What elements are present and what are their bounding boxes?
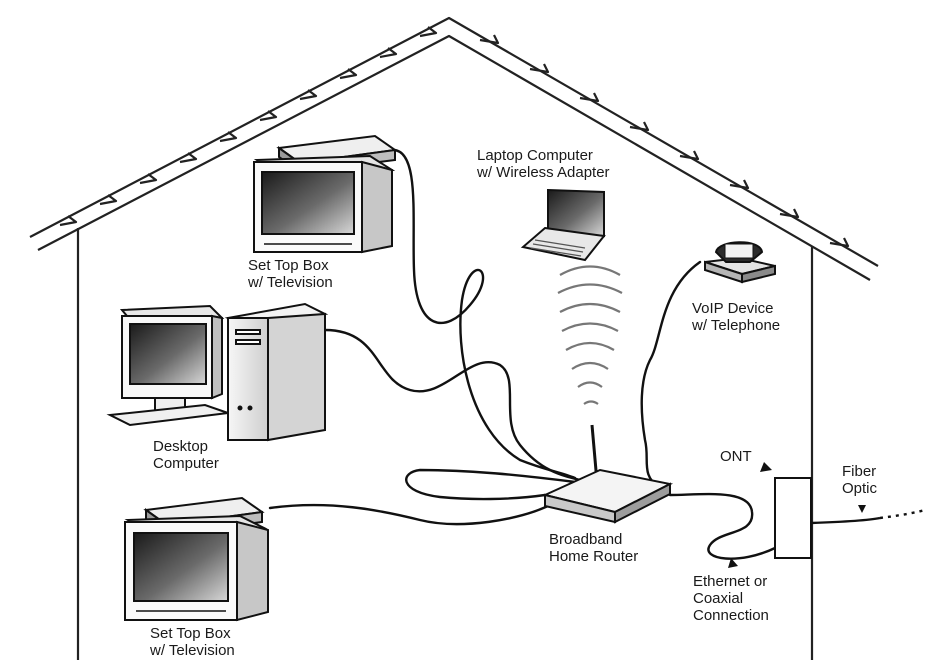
label-line: Ethernet or: [693, 573, 768, 590]
label-ont: ONT: [720, 448, 752, 465]
wireless-signal-icon: [557, 265, 623, 405]
label-line: Fiber: [842, 463, 877, 480]
label-line: VoIP Device: [692, 300, 774, 317]
label-line: Home Router: [549, 548, 639, 565]
house-roof: [29, 16, 879, 281]
laptop-icon: [520, 188, 606, 262]
fiber-optic-line: [810, 508, 926, 525]
label-router: Broadband Home Router: [549, 531, 638, 565]
voip-telephone-icon: [704, 241, 776, 284]
label-set-top-box-lower: Set Top Box w/ Television: [150, 625, 235, 659]
network-cables: [268, 148, 777, 560]
label-line: Connection: [693, 607, 769, 624]
set-top-box-tv-lower-icon: [124, 496, 269, 622]
label-line: Computer: [153, 455, 219, 472]
label-line: Coaxial: [693, 590, 744, 607]
desktop-computer-icon: [106, 302, 329, 442]
label-fiber-optic: Fiber Optic: [842, 463, 877, 497]
house-walls: [76, 228, 814, 660]
label-line: w/ Television: [248, 274, 333, 291]
label-line: Set Top Box: [150, 625, 231, 642]
label-voip: VoIP Device w/ Telephone: [692, 300, 780, 334]
broadband-router-icon: [541, 424, 674, 524]
ont-box-icon: [774, 477, 812, 559]
label-line: ONT: [720, 448, 752, 465]
label-line: Broadband: [549, 531, 623, 548]
label-line: Optic: [842, 480, 878, 497]
label-set-top-box-upper: Set Top Box w/ Television: [248, 257, 333, 291]
label-laptop: Laptop Computer w/ Wireless Adapter: [477, 147, 610, 181]
label-line: w/ Wireless Adapter: [477, 164, 610, 181]
label-line: Desktop: [153, 438, 209, 455]
label-ethernet-coaxial: Ethernet or Coaxial Connection: [693, 573, 769, 624]
pointer-arrows: [728, 462, 866, 568]
label-line: Set Top Box: [248, 257, 329, 274]
set-top-box-tv-upper-icon: [253, 134, 398, 254]
label-desktop: Desktop Computer: [153, 438, 219, 472]
label-line: Laptop Computer: [477, 147, 593, 164]
label-line: w/ Telephone: [692, 317, 781, 334]
label-line: w/ Television: [150, 642, 235, 659]
